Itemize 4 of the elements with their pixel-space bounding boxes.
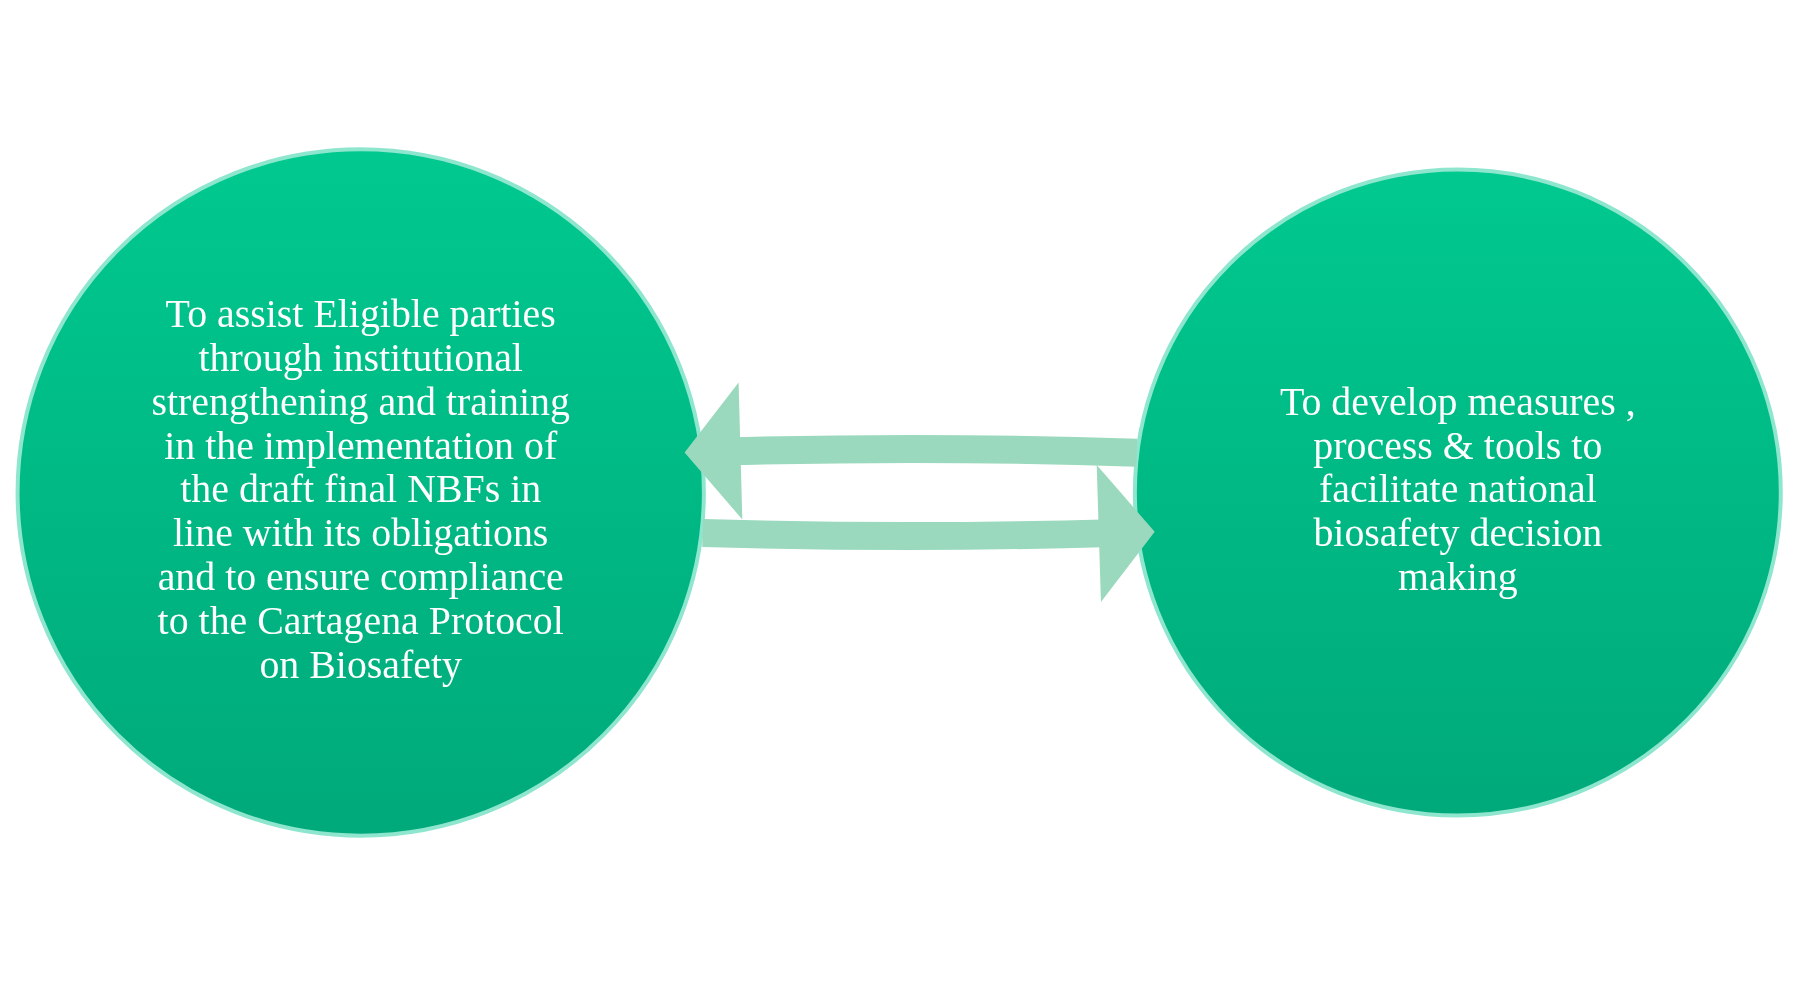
node-circle: To develop measures , process & tools to facilitate national biosafety decision making [1132,167,1783,818]
arrow [702,465,1155,602]
node-circle: To assist Eligible parties through institutional strengthening and training in the implementation of the draft final NBFs in line with its obligations and to ensure compliance to the Cartagena Protocol on Biosafety [15,147,706,838]
arrow [684,382,1138,520]
